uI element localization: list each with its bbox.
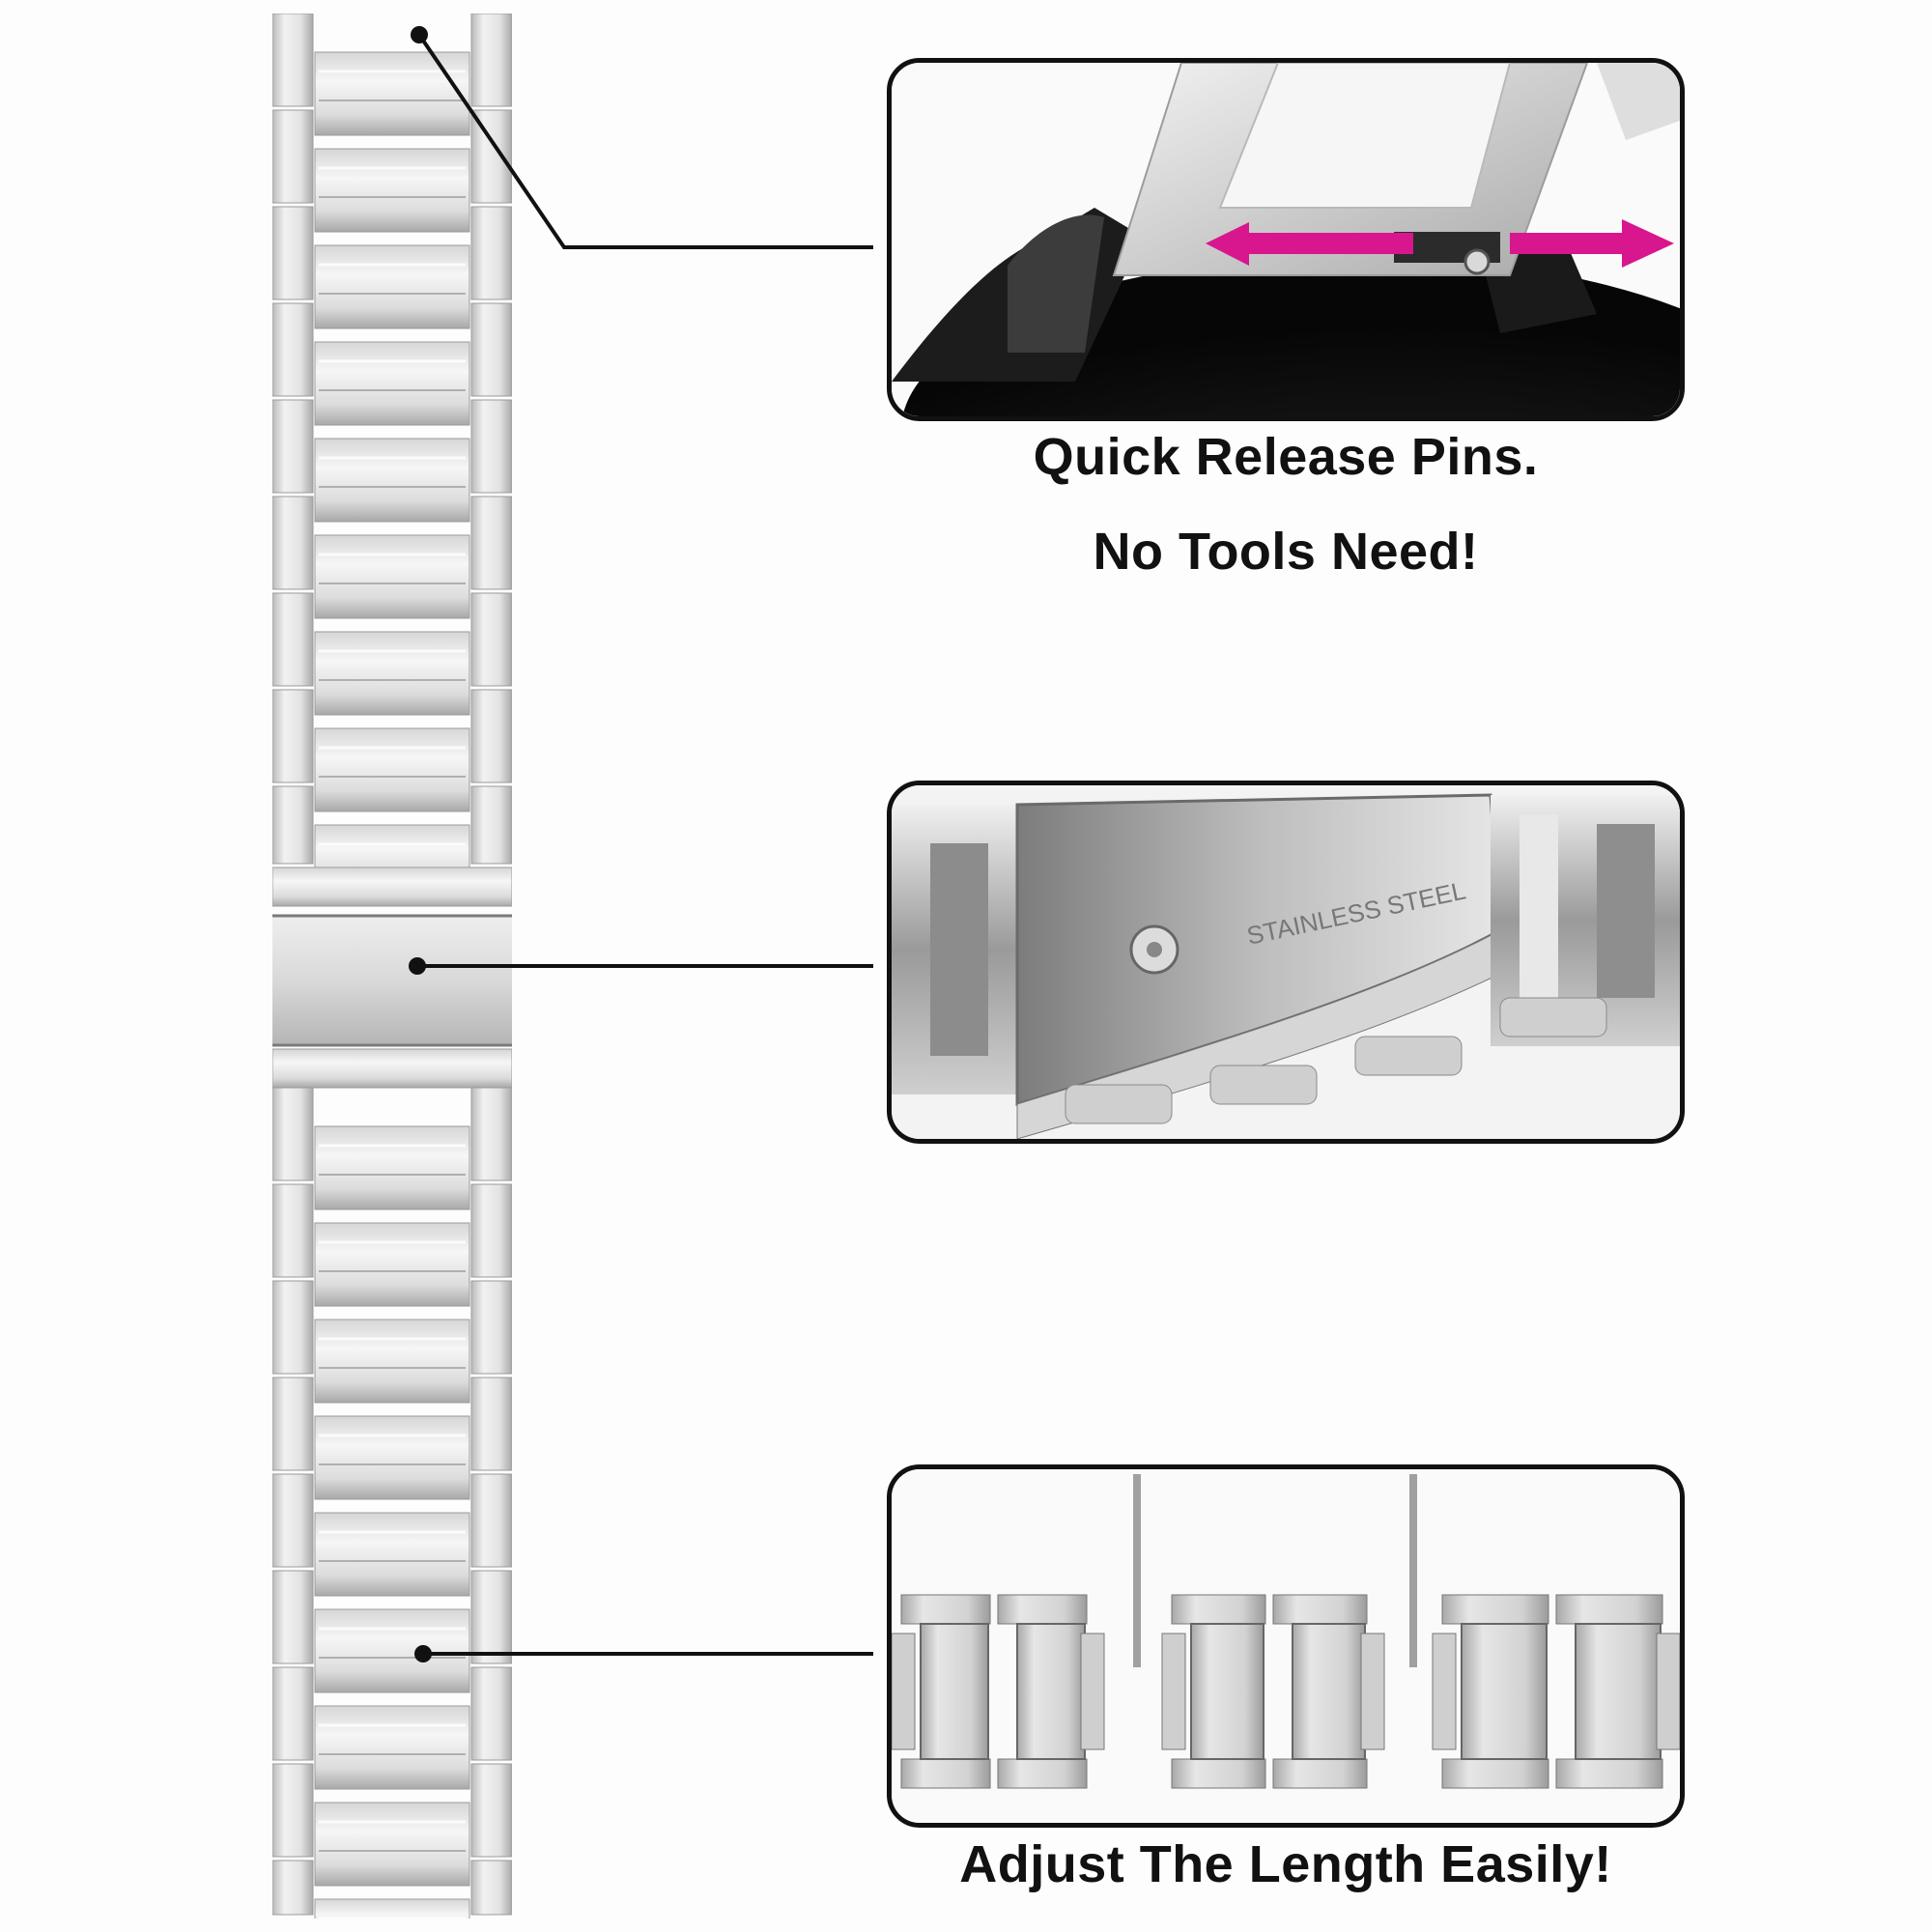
adjust-length-panel	[887, 1464, 1685, 1828]
strap-link	[272, 206, 512, 329]
strap-link	[272, 1763, 512, 1887]
quick-release-caption: Quick Release Pins. No Tools Need!	[887, 423, 1685, 585]
quick-release-illustration	[892, 63, 1680, 416]
strap-link	[272, 302, 512, 426]
strap-link	[272, 496, 512, 619]
strap-link	[272, 1666, 512, 1790]
caption-line-2: No Tools Need!	[1093, 523, 1479, 581]
strap-link	[272, 1377, 512, 1500]
strap-link	[272, 1860, 512, 1918]
clasp-illustration: STAINLESS STEEL	[892, 785, 1680, 1139]
strap-link	[272, 1087, 512, 1210]
adjust-length-caption: Adjust The Length Easily!	[887, 1828, 1685, 1901]
pointer-dot-middle	[409, 957, 426, 975]
strap-links-upper	[272, 14, 512, 894]
caption-line-1: Quick Release Pins.	[1033, 428, 1539, 486]
link-group	[892, 1594, 1105, 1789]
link-segments	[892, 1594, 1680, 1789]
pointer-dot-top	[411, 26, 428, 43]
watch-strap	[272, 14, 512, 1918]
caption-line-adjust: Adjust The Length Easily!	[959, 1835, 1612, 1893]
strap-links-lower	[272, 1087, 512, 1918]
strap-link	[272, 1183, 512, 1307]
strap-link	[272, 689, 512, 812]
strap-link	[272, 14, 512, 136]
clasp-panel: STAINLESS STEEL	[887, 781, 1685, 1144]
link-group	[1161, 1594, 1385, 1789]
leader-line-top	[417, 33, 873, 249]
pointer-dot-bottom	[414, 1645, 432, 1662]
links-illustration	[892, 1469, 1680, 1823]
pin-arrows	[1206, 219, 1674, 268]
strap-link	[272, 592, 512, 716]
quick-release-panel	[887, 58, 1685, 421]
strap-link	[272, 1570, 512, 1693]
strap-link	[272, 1473, 512, 1597]
strap-link	[272, 109, 512, 233]
strap-link	[272, 1280, 512, 1404]
clasp	[272, 867, 512, 1089]
link-group	[1432, 1594, 1680, 1789]
strap-link	[272, 399, 512, 523]
